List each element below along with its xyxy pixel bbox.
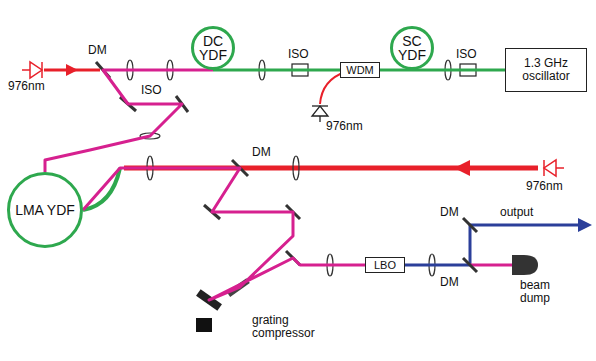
fiber-coil: SC YDF <box>390 26 434 70</box>
node-text: WDM <box>346 64 374 76</box>
node-text: SC YDF <box>393 34 431 62</box>
part-label: grating compressor <box>252 314 332 340</box>
node-text: DC YDF <box>194 34 232 62</box>
part-label: ISO <box>288 48 309 61</box>
part-label: DM <box>440 206 459 219</box>
grating-mount <box>196 318 212 332</box>
output-beam <box>469 225 472 265</box>
beam-dump <box>512 255 538 275</box>
part-label: ISO <box>456 48 477 61</box>
fiber-coil: LMA YDF <box>7 172 83 248</box>
crystal-box: LBO <box>365 257 405 273</box>
part-label: 976nm <box>526 180 563 193</box>
wdm-box: WDM <box>340 62 380 78</box>
pump-arrow <box>66 64 78 76</box>
beam-path <box>213 69 340 72</box>
dichroic-mirror <box>463 218 477 232</box>
diode-symbol <box>544 160 564 176</box>
lens <box>293 156 299 180</box>
output-beam <box>405 264 470 267</box>
beam-path <box>412 69 505 72</box>
part-label: 976nm <box>326 120 363 133</box>
oscillator-box: 1.3 GHz oscillator <box>505 48 587 92</box>
dichroic-mirror <box>463 258 477 272</box>
node-text: LMA YDF <box>15 203 75 217</box>
part-label: DM <box>440 276 459 289</box>
part-label: DM <box>88 44 107 57</box>
node-text: LBO <box>374 259 396 271</box>
residual-beam <box>470 264 512 267</box>
part-label: 976nm <box>8 80 45 93</box>
part-label: output <box>500 206 533 219</box>
diode-symbol <box>22 62 42 78</box>
part-label: ISO <box>141 84 162 97</box>
output-beam <box>470 224 580 227</box>
output-arrow <box>578 218 592 232</box>
pump-arrow <box>454 160 470 176</box>
beam-path <box>45 70 213 172</box>
diode-symbol <box>312 106 328 122</box>
node-text: 1.3 GHz oscillator <box>506 57 586 83</box>
part-label: beam dump <box>520 279 564 305</box>
part-label: DM <box>252 146 271 159</box>
fiber-coil: DC YDF <box>191 26 235 70</box>
beam-path <box>83 168 365 300</box>
